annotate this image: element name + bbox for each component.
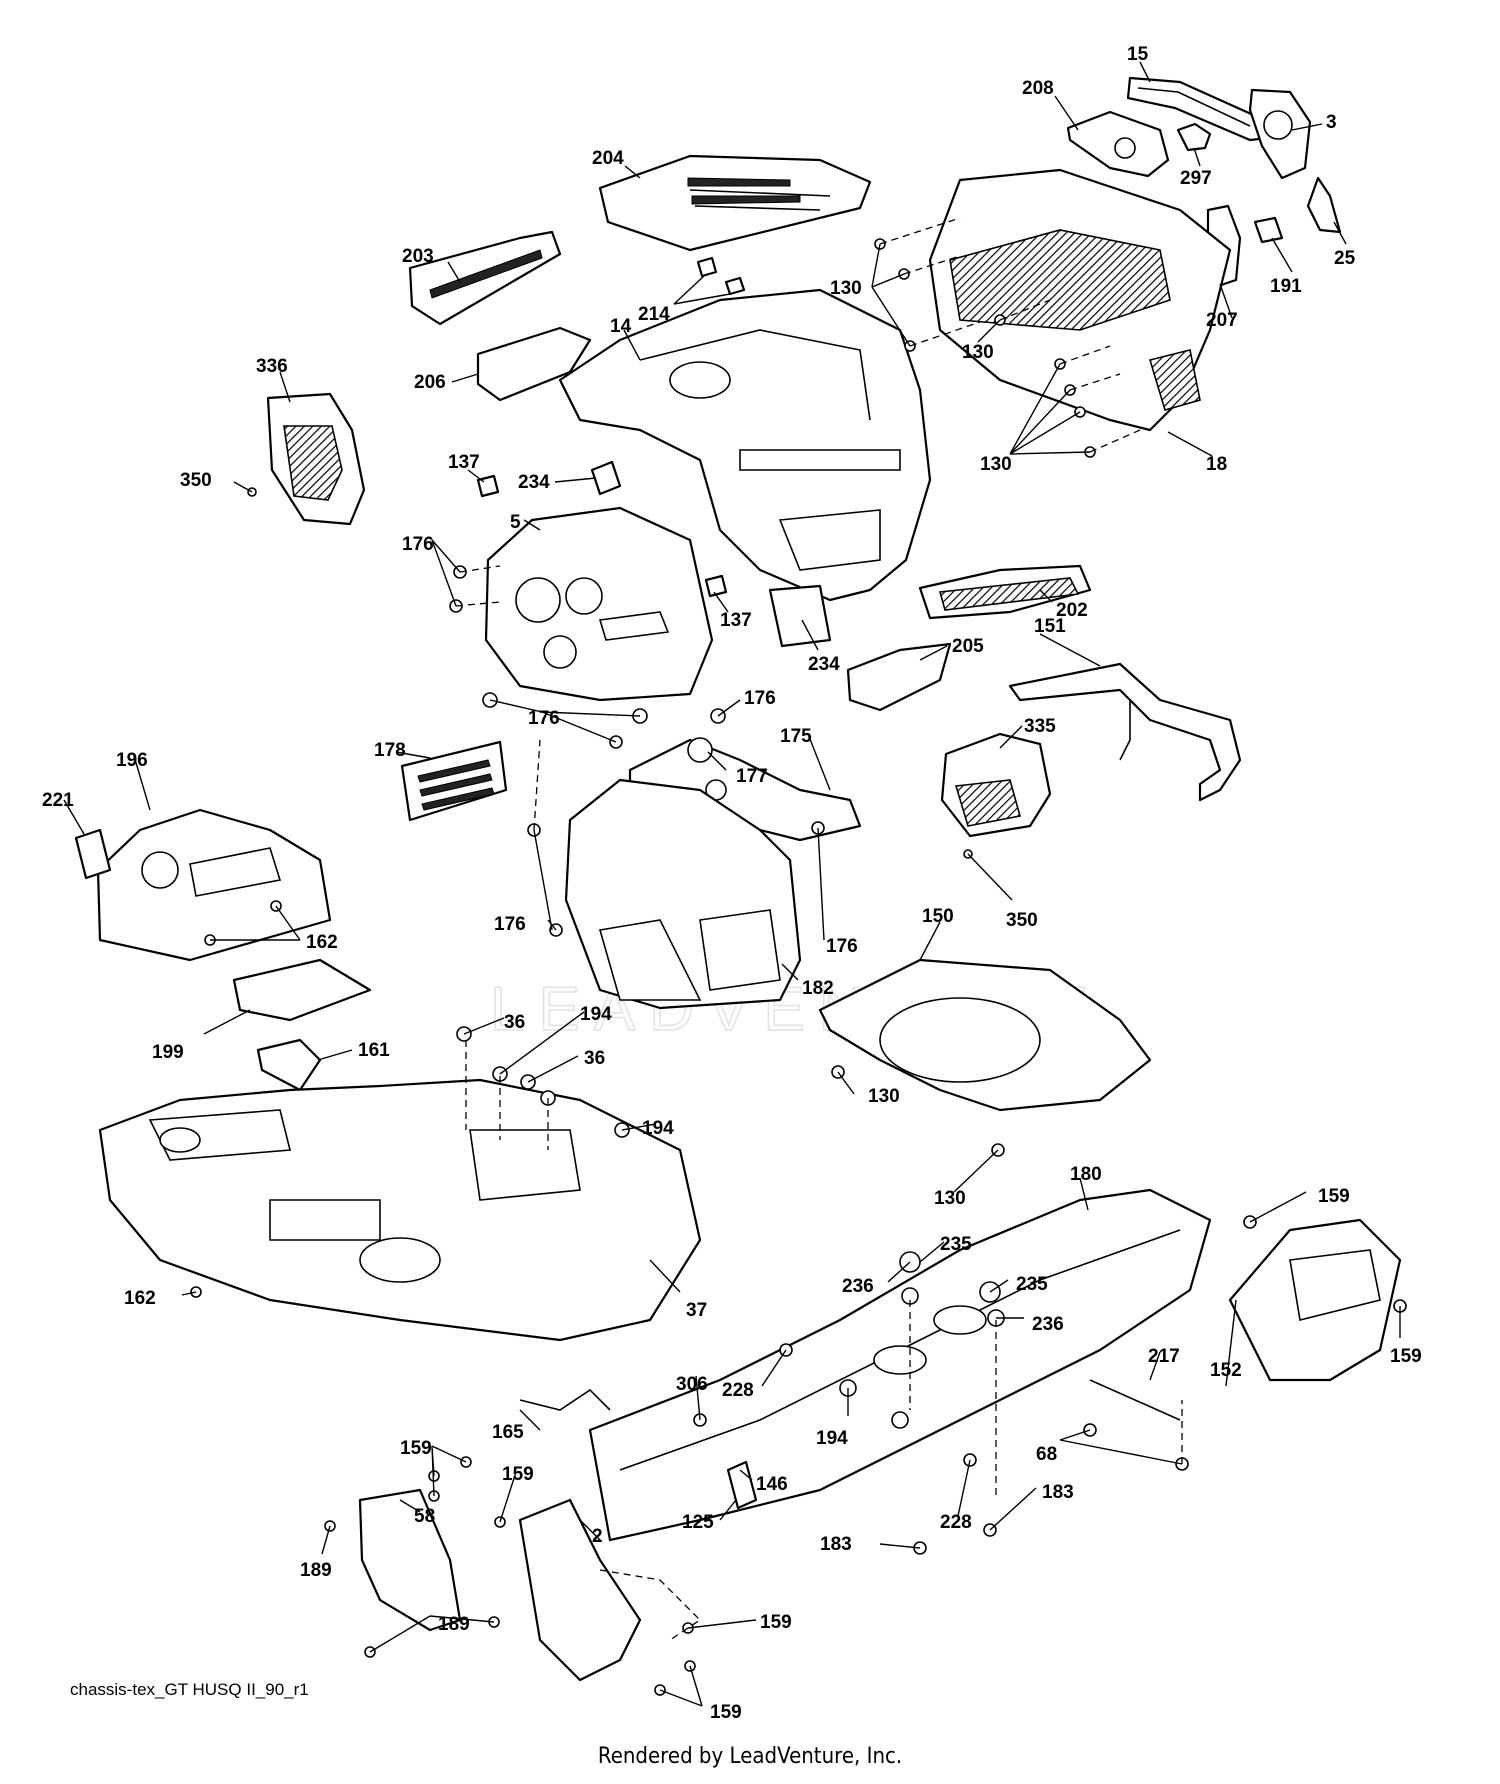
callout-204: 204 <box>592 148 624 169</box>
callout-150: 150 <box>922 906 954 927</box>
callout-176-lower-left: 176 <box>494 914 526 935</box>
callout-199: 199 <box>152 1042 184 1063</box>
callout-189-upper: 189 <box>300 1560 332 1581</box>
callout-5: 5 <box>510 512 521 533</box>
callout-236-lower: 236 <box>1032 1314 1064 1335</box>
assembly-lines <box>455 217 1183 1641</box>
callout-151: 151 <box>1034 616 1066 637</box>
callout-130-deck-upper: 130 <box>868 1086 900 1107</box>
callout-180: 180 <box>1070 1164 1102 1185</box>
callout-208: 208 <box>1022 78 1054 99</box>
callout-161: 161 <box>358 1040 390 1061</box>
callout-25: 25 <box>1334 248 1356 269</box>
diagram-code: chassis-tex_GT HUSQ II_90_r1 <box>70 1680 309 1699</box>
callout-68: 68 <box>1036 1444 1057 1465</box>
parts-layer <box>74 76 1402 1682</box>
callout-152: 152 <box>1210 1360 1242 1381</box>
callout-183-right: 183 <box>1042 1482 1074 1503</box>
callout-178: 178 <box>374 740 406 761</box>
callout-191: 191 <box>1270 276 1302 297</box>
callout-214: 214 <box>638 304 670 325</box>
callout-165: 165 <box>492 1422 524 1443</box>
callout-137-lower: 137 <box>720 610 752 631</box>
callout-130-hood-top: 130 <box>830 278 862 299</box>
leader-lines <box>63 61 1401 1707</box>
render-credit: Rendered by LeadVenture, Inc. <box>597 1744 903 1769</box>
callout-159-bottom: 159 <box>710 1702 742 1723</box>
callout-203: 203 <box>402 246 434 267</box>
callout-194-middle: 194 <box>642 1118 674 1139</box>
callout-15: 15 <box>1127 44 1149 65</box>
callout-146: 146 <box>756 1474 788 1495</box>
callout-306: 306 <box>676 1374 708 1395</box>
callout-159-bracket-lower: 159 <box>760 1612 792 1633</box>
callout-130-nose-lower: 130 <box>980 454 1012 475</box>
callout-236-upper: 236 <box>842 1276 874 1297</box>
callout-217: 217 <box>1148 1346 1180 1367</box>
callout-175: 175 <box>780 726 812 747</box>
callout-2: 2 <box>592 1526 603 1547</box>
callout-335: 335 <box>1024 716 1056 737</box>
callout-206: 206 <box>414 372 446 393</box>
callout-235-upper: 235 <box>940 1234 972 1255</box>
callout-207: 207 <box>1206 310 1238 331</box>
callout-297: 297 <box>1180 168 1212 189</box>
callout-176-dash-right: 176 <box>744 688 776 709</box>
callout-58: 58 <box>414 1506 435 1527</box>
callout-350-upper: 350 <box>180 470 212 491</box>
callout-130-nose: 130 <box>962 342 994 363</box>
callout-162-lower: 162 <box>124 1288 156 1309</box>
callout-194-upper: 194 <box>580 1004 612 1025</box>
callout-228-lower: 228 <box>940 1512 972 1533</box>
callout-14: 14 <box>610 316 632 337</box>
callout-176-dash-center: 176 <box>528 708 560 729</box>
callout-205: 205 <box>952 636 984 657</box>
callout-18: 18 <box>1206 454 1227 475</box>
callout-176-dash-left: 176 <box>402 534 434 555</box>
callout-137-upper: 137 <box>448 452 480 473</box>
callout-202: 202 <box>1056 600 1088 621</box>
callout-228-upper: 228 <box>722 1380 754 1401</box>
callout-194-lower: 194 <box>816 1428 848 1449</box>
callout-234-upper: 234 <box>518 472 550 493</box>
callout-336: 336 <box>256 356 288 377</box>
callout-183-left: 183 <box>820 1534 852 1555</box>
callout-350-lower: 350 <box>1006 910 1038 931</box>
callout-36-right: 36 <box>584 1048 605 1069</box>
callout-130-deck-lower: 130 <box>934 1188 966 1209</box>
callout-3: 3 <box>1326 112 1337 133</box>
callout-177: 177 <box>736 766 768 787</box>
callout-159-bracket-middle: 159 <box>502 1464 534 1485</box>
callout-234-lower: 234 <box>808 654 840 675</box>
callout-125: 125 <box>682 1512 714 1533</box>
callout-176-lower-right: 176 <box>826 936 858 957</box>
callout-196: 196 <box>116 750 148 771</box>
callout-159-tray-lower: 159 <box>1390 1346 1422 1367</box>
callout-182: 182 <box>802 978 834 999</box>
callout-162-upper: 162 <box>306 932 338 953</box>
callout-189-lower: 189 <box>438 1614 470 1635</box>
callout-159-tray-upper: 159 <box>1318 1186 1350 1207</box>
callout-221: 221 <box>42 790 74 811</box>
callouts: 15 208 3 297 204 25 191 203 130 214 207 … <box>42 44 1422 1723</box>
callout-159-bracket-upper: 159 <box>400 1438 432 1459</box>
callout-235-lower: 235 <box>1016 1274 1048 1295</box>
callout-37: 37 <box>686 1300 707 1321</box>
callout-36-left: 36 <box>504 1012 525 1033</box>
